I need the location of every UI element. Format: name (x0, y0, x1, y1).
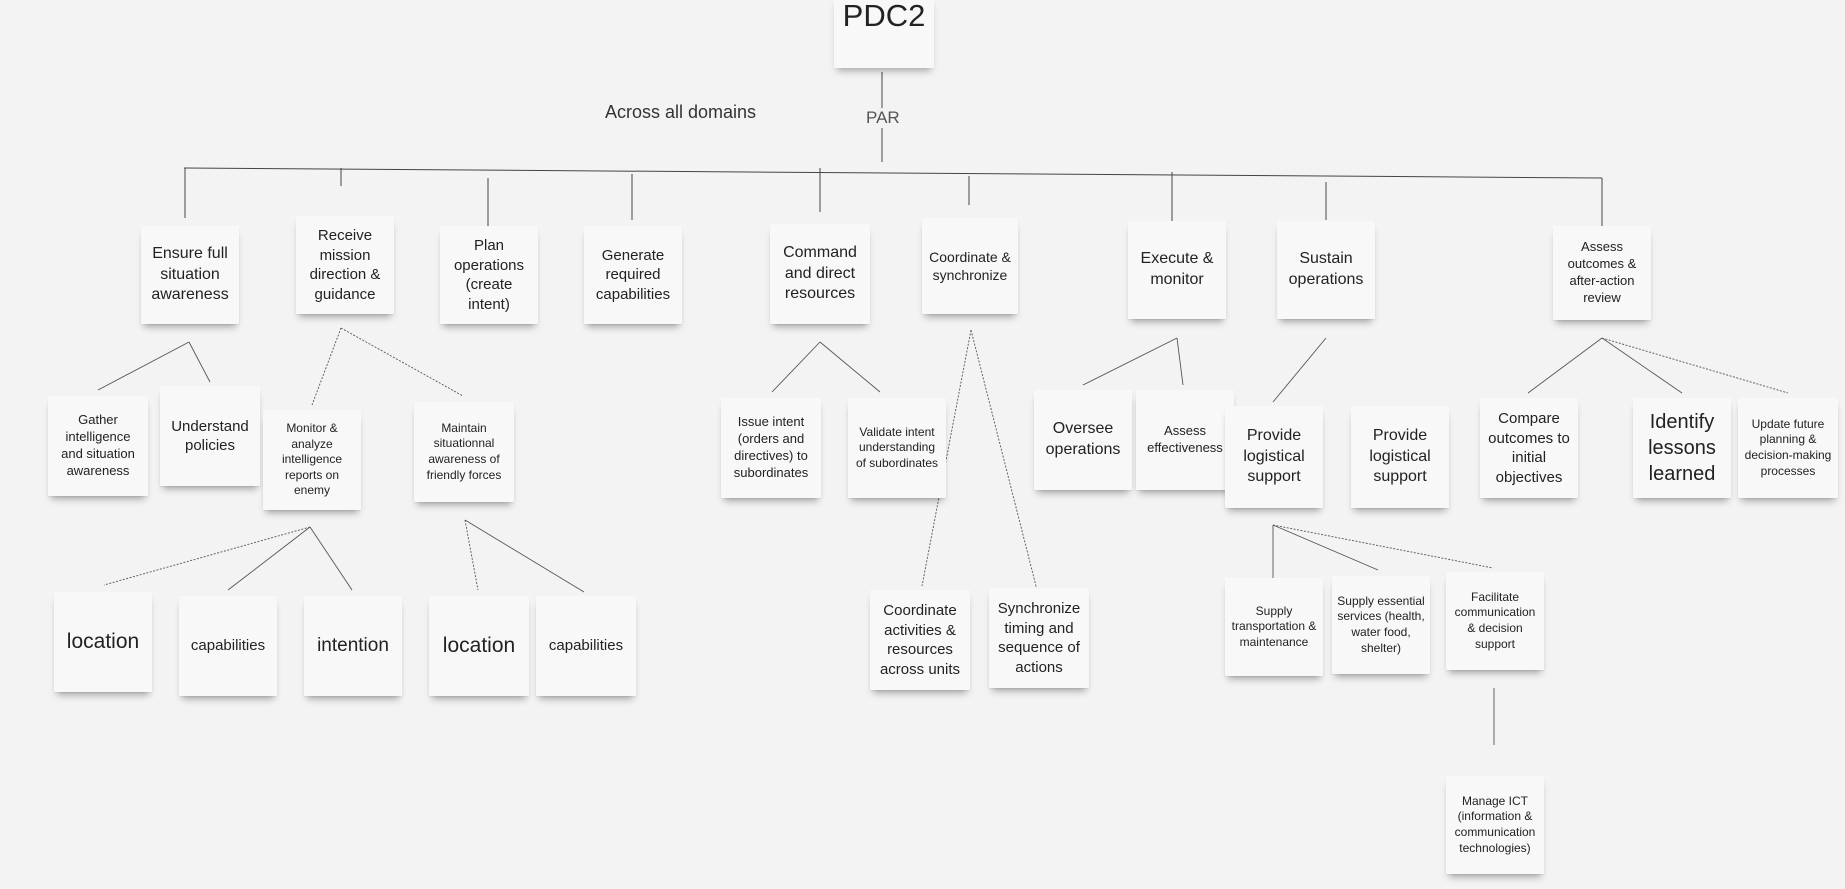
note-assess-eff[interactable]: Assess effectiveness (1136, 390, 1234, 490)
connector-ensure-understand (188, 341, 211, 383)
connector-maintain-cap2 (464, 519, 585, 593)
connector-assess-update (1601, 337, 1789, 394)
note-receive[interactable]: Receive mission direction & guidance (296, 216, 394, 314)
connector-maintain-loc2 (464, 519, 479, 591)
connector-ensure-gather (97, 341, 190, 391)
connector-monitor-loc1 (103, 526, 311, 586)
note-provide-2[interactable]: Provide logistical support (1351, 406, 1449, 508)
connector-provide-supply-ess (1272, 524, 1379, 571)
note-maintain[interactable]: Maintain situationnal awareness of frien… (414, 402, 514, 502)
note-issue[interactable]: Issue intent (orders and directives) to … (721, 398, 821, 498)
note-capabilities-2[interactable]: capabilities (536, 596, 636, 696)
note-assess[interactable]: Assess outcomes & after-action review (1553, 226, 1651, 320)
connector-assess-identify (1601, 337, 1683, 394)
note-plan[interactable]: Plan operations (create intent) (440, 226, 538, 324)
connector-assess-compare (1527, 337, 1603, 394)
note-facilitate-communication[interactable]: Facilitate communication & decision supp… (1446, 572, 1544, 670)
diagram-title: PDC2 (842, 0, 926, 33)
scope-label: Across all domains (605, 102, 757, 122)
note-validate[interactable]: Validate intent understanding of subordi… (848, 398, 946, 498)
connector-sustain-provide (1272, 337, 1327, 403)
note-location-2[interactable]: location (429, 596, 529, 696)
connector-receive-monitor (311, 327, 342, 406)
note-oversee[interactable]: Oversee operations (1034, 390, 1132, 490)
note-ensure[interactable]: Ensure full situation awareness (141, 226, 239, 324)
note-capabilities-1[interactable]: capabilities (179, 596, 277, 696)
connector-receive-maintain (340, 327, 464, 397)
note-supply-transportation[interactable]: Supply transportation & maintenance (1225, 578, 1323, 676)
connector-monitor-cap1 (227, 526, 311, 591)
note-synchronize-timing[interactable]: Synchronize timing and sequence of actio… (989, 588, 1089, 688)
note-location-1[interactable]: location (54, 592, 152, 692)
connector-command-issue (771, 341, 821, 393)
title-note[interactable]: PDC2 (834, 0, 934, 68)
note-manage-ict[interactable]: Manage ICT (information & communication … (1446, 776, 1544, 874)
note-update[interactable]: Update future planning & decision-making… (1738, 398, 1838, 498)
connector-monitor-intention (309, 526, 353, 591)
connector-execute-assess-eff (1176, 337, 1184, 386)
connector-coordinate-sync (970, 329, 1038, 591)
note-provide-1[interactable]: Provide logistical support (1225, 406, 1323, 508)
connector-provide-facilitate (1272, 524, 1494, 569)
note-execute[interactable]: Execute & monitor (1128, 221, 1226, 319)
connector-execute-oversee (1082, 337, 1178, 386)
note-sustain[interactable]: Sustain operations (1277, 221, 1375, 319)
note-compare[interactable]: Compare outcomes to initial objectives (1480, 398, 1578, 498)
note-gather[interactable]: Gather intelligence and situation awaren… (48, 396, 148, 496)
connector-bus (183, 167, 1603, 179)
note-coordinate[interactable]: Coordinate & synchronize (922, 218, 1018, 314)
note-monitor[interactable]: Monitor & analyze intelligence reports o… (263, 410, 361, 510)
note-understand[interactable]: Understand policies (160, 386, 260, 486)
connector-command-validate (819, 341, 881, 393)
note-command[interactable]: Command and direct resources (770, 224, 870, 324)
note-intention[interactable]: intention (304, 596, 402, 696)
note-identify[interactable]: Identify lessons learned (1633, 398, 1731, 498)
note-supply-essential[interactable]: Supply essential services (health, water… (1332, 576, 1430, 674)
root-link-label: PAR (864, 108, 902, 128)
note-coordinate-activities[interactable]: Coordinate activities & resources across… (870, 590, 970, 690)
note-generate[interactable]: Generate required capabilities (584, 226, 682, 324)
